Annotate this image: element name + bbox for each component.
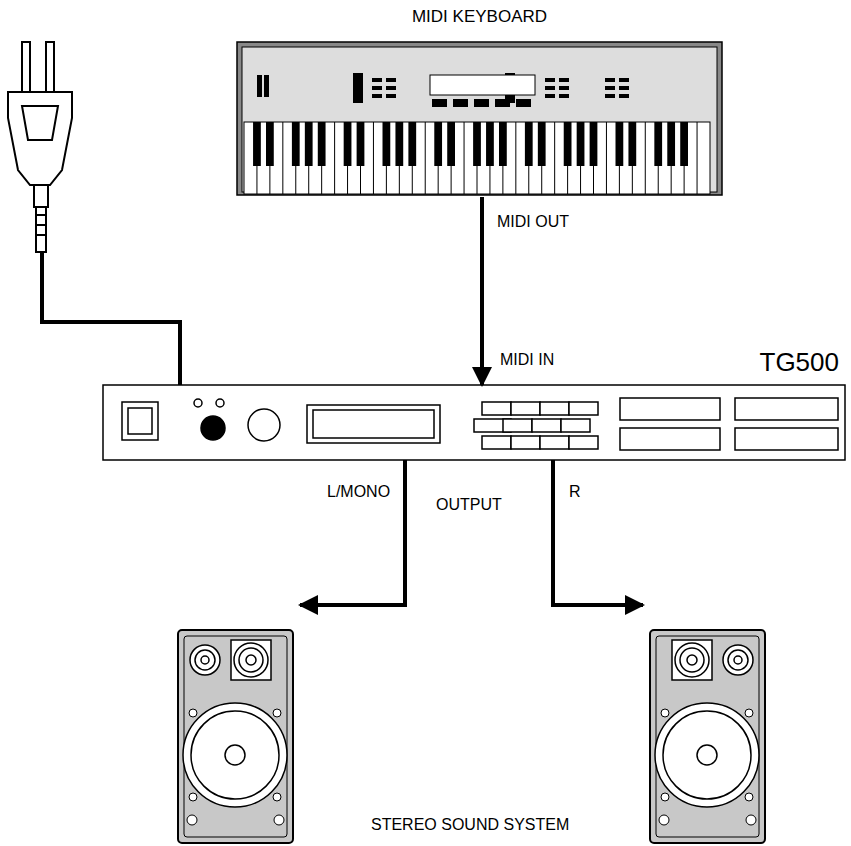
midi-cable <box>480 197 484 385</box>
unit-heading: MIDI KEYBOARD <box>237 6 722 27</box>
tone-generator-panel <box>103 385 845 460</box>
system-label: STEREO SOUND SYSTEM <box>369 816 571 834</box>
tone-generator-unit: TG500 <box>103 385 845 460</box>
keyboard-unit: MIDI KEYBOARD <box>237 42 722 197</box>
output-label: R <box>567 483 583 501</box>
left-speaker <box>178 630 293 843</box>
output-label: OUTPUT <box>434 496 504 514</box>
unit-heading: TG500 <box>760 347 840 377</box>
keyboard-illustration <box>237 42 722 195</box>
output-label: L/MONO <box>325 483 392 501</box>
right-output-cable <box>553 460 643 605</box>
right-speaker <box>650 630 765 843</box>
port-label: MIDI IN <box>498 351 556 369</box>
power-cord <box>42 252 180 385</box>
power-plug <box>8 42 72 252</box>
left-output-cable <box>300 460 405 605</box>
port-label: MIDI OUT <box>495 213 571 231</box>
